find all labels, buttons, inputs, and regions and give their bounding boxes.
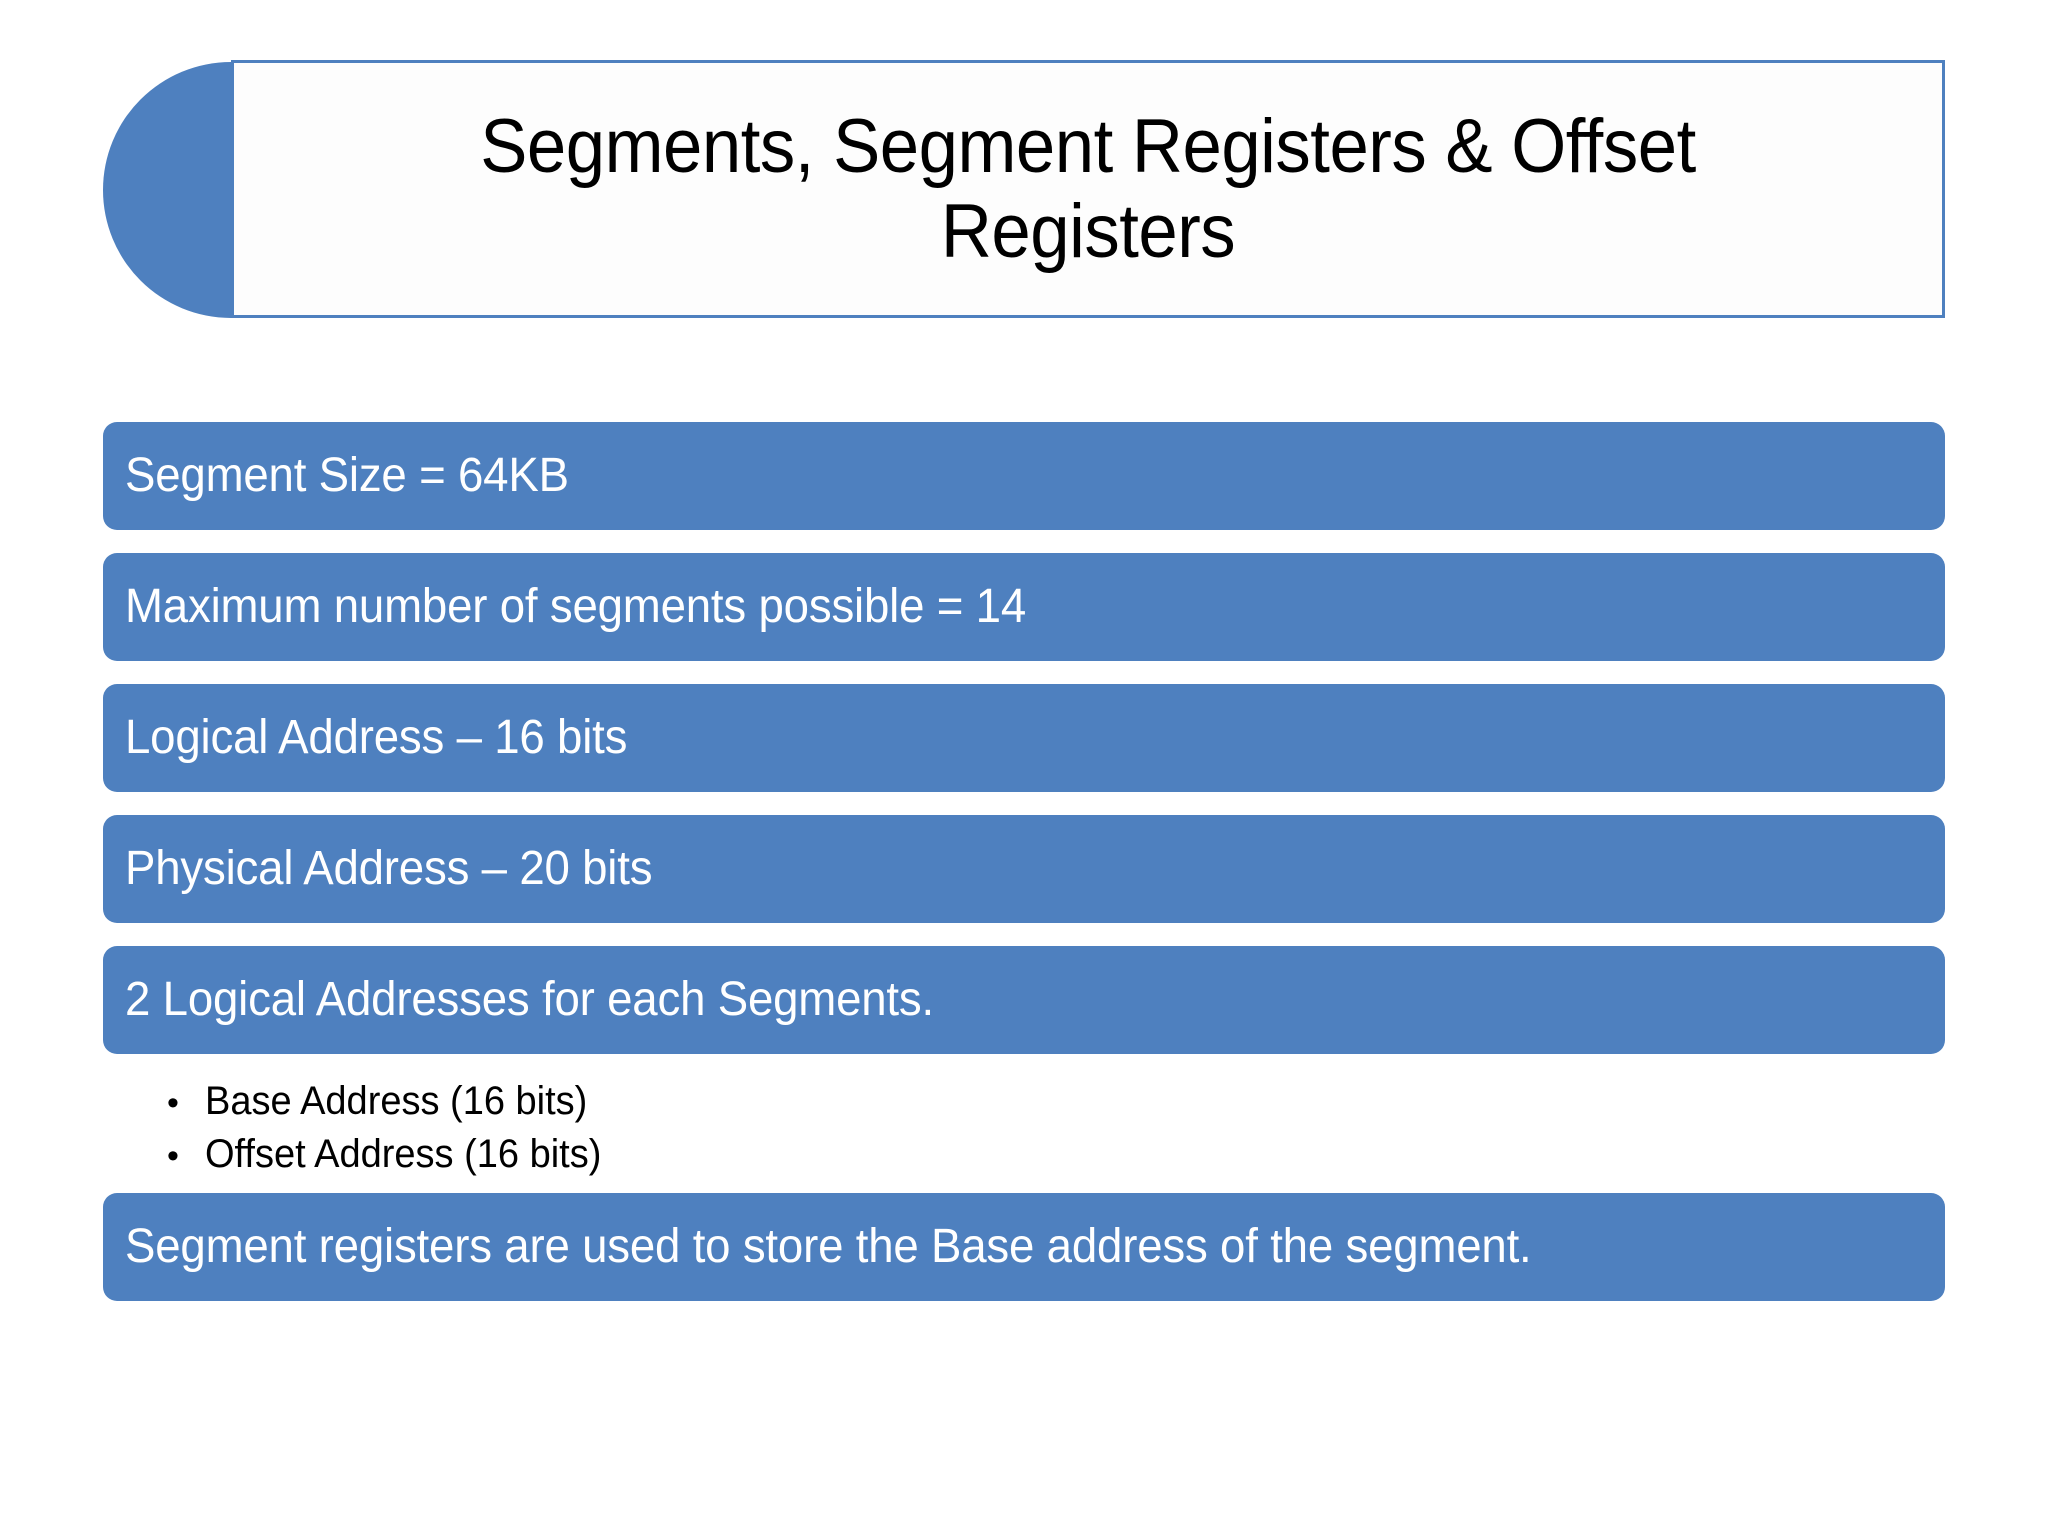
bullet-dot-icon: • <box>167 1084 179 1122</box>
bullet-dot-icon: • <box>167 1136 179 1175</box>
content-bar-3-label: Logical Address – 16 bits <box>125 711 628 764</box>
content-list: Segment Size = 64KB Maximum number of se… <box>103 422 1945 1324</box>
list-item-label: Offset Address (16 bits) <box>205 1131 602 1176</box>
content-bar-1-label: Segment Size = 64KB <box>125 449 569 502</box>
content-bar-6-label: Segment registers are used to store the … <box>125 1219 1532 1273</box>
content-bar-5: 2 Logical Addresses for each Segments. <box>103 946 1945 1054</box>
title-box: Segments, Segment Registers & Offset Reg… <box>231 60 1945 318</box>
content-bar-4: Physical Address – 20 bits <box>103 815 1945 923</box>
content-bar-6: Segment registers are used to store the … <box>103 1192 1945 1301</box>
content-bar-2-label: Maximum number of segments possible = 14 <box>125 580 1027 633</box>
bullet-list: • Base Address (16 bits) • Offset Addres… <box>103 1075 1945 1181</box>
title-block: Segments, Segment Registers & Offset Reg… <box>103 60 1945 320</box>
content-bar-1: Segment Size = 64KB <box>103 422 1945 530</box>
content-bar-4-label: Physical Address – 20 bits <box>125 842 653 895</box>
content-bar-2: Maximum number of segments possible = 14 <box>103 553 1945 661</box>
list-item-label: Base Address (16 bits) <box>205 1079 588 1123</box>
list-item: • Offset Address (16 bits) <box>167 1128 1945 1181</box>
page-title: Segments, Segment Registers & Offset Reg… <box>480 103 1696 274</box>
content-bar-5-label: 2 Logical Addresses for each Segments. <box>125 973 934 1026</box>
content-bar-3: Logical Address – 16 bits <box>103 684 1945 792</box>
list-item: • Base Address (16 bits) <box>167 1075 1945 1128</box>
